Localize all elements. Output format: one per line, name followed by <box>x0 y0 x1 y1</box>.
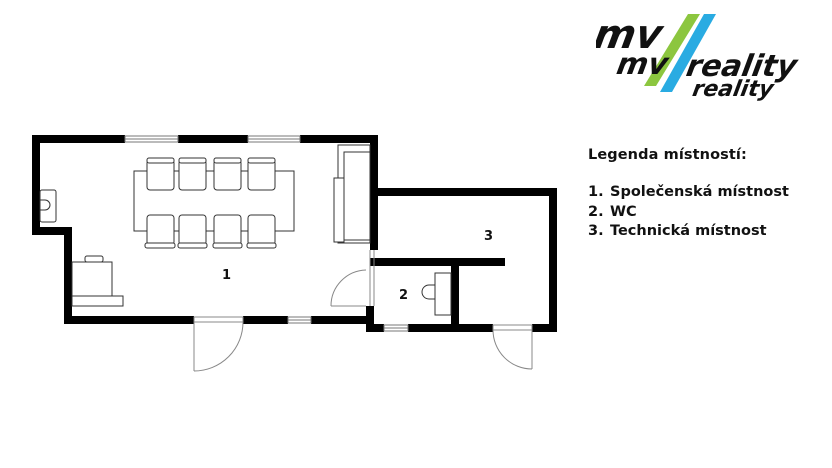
room-label-3: 3 <box>484 229 493 244</box>
furniture <box>39 144 452 316</box>
legend-item-label: WC <box>610 203 637 220</box>
legend-title: Legenda místností: <box>588 147 747 163</box>
legend-item-number: 1. <box>588 184 604 200</box>
logo-text-mv-2: mv <box>614 47 672 82</box>
chairs-top <box>146 157 276 191</box>
room-legend: Legenda místností: 1. Společenská místno… <box>588 147 789 242</box>
legend-item-number: 2. <box>588 203 604 220</box>
legend-item: 3. Technická místnost <box>588 222 789 242</box>
doors <box>193 250 533 372</box>
mv-reality-logo: mv mv reality reality <box>596 14 801 102</box>
logo-text-reality: reality <box>684 49 801 84</box>
logo-text-reality-2: reality <box>690 76 777 102</box>
legend-item-label: Technická místnost <box>610 223 767 239</box>
legend-item: 1. Společenská místnost <box>588 183 789 203</box>
logo-green-stripe <box>644 14 700 86</box>
sink <box>39 189 57 223</box>
walls <box>32 135 557 332</box>
kitchen-unit <box>71 261 113 299</box>
logo-text-mv: mv <box>596 14 668 58</box>
room-labels: 1 2 3 <box>222 229 493 303</box>
room-label-2: 2 <box>399 288 408 303</box>
toilet <box>434 272 452 316</box>
logo-blue-stripe <box>660 14 716 92</box>
room-label-1: 1 <box>222 268 231 283</box>
legend-item-number: 3. <box>588 223 604 239</box>
legend-item: 2. WC <box>588 203 789 223</box>
legend-item-label: Společenská místnost <box>610 184 789 200</box>
chairs-bottom <box>144 214 277 249</box>
windows <box>124 135 409 332</box>
